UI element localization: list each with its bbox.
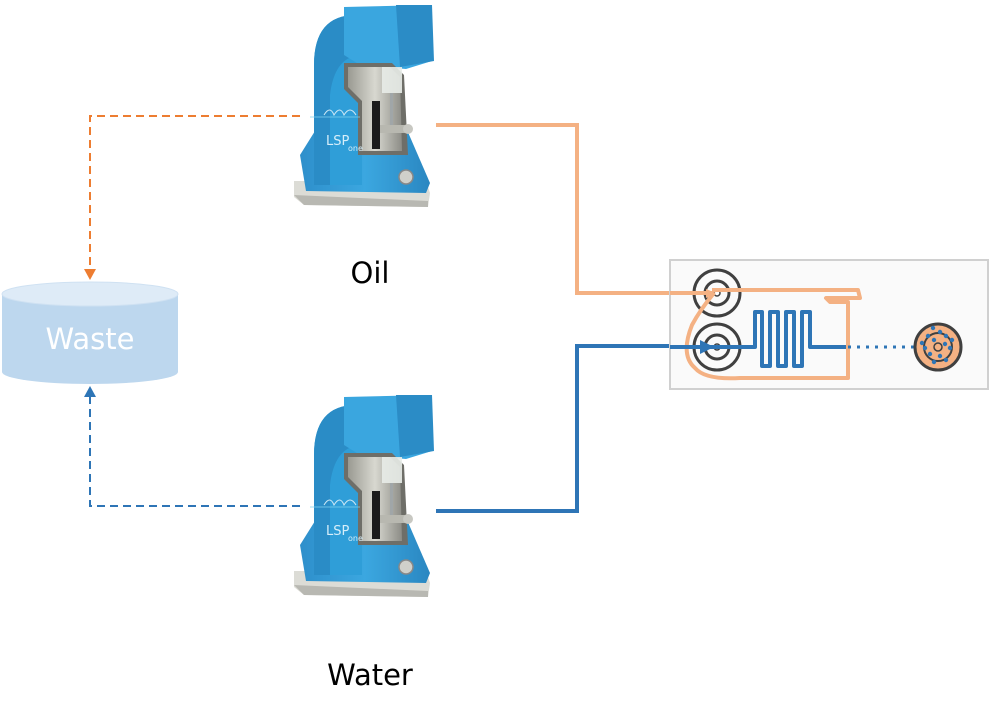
waste-label: Waste — [45, 322, 135, 356]
oil-waste-arrowhead — [84, 269, 96, 280]
water-waste-line — [89, 394, 300, 507]
water-channel — [670, 310, 846, 368]
water-waste-arrowhead — [84, 386, 96, 397]
waste-container — [1, 281, 179, 384]
water-pump-label: Water — [327, 658, 413, 692]
oil-channel — [670, 288, 862, 381]
microfluidic-chip — [669, 259, 989, 390]
oil-waste-line — [89, 115, 300, 272]
water-pump-image — [293, 394, 435, 598]
oil-pump-image — [293, 4, 435, 208]
oil-supply-line — [436, 123, 712, 295]
outlet-port — [913, 322, 963, 372]
oil-pump-label: Oil — [350, 256, 390, 290]
water-supply-line — [436, 344, 706, 513]
